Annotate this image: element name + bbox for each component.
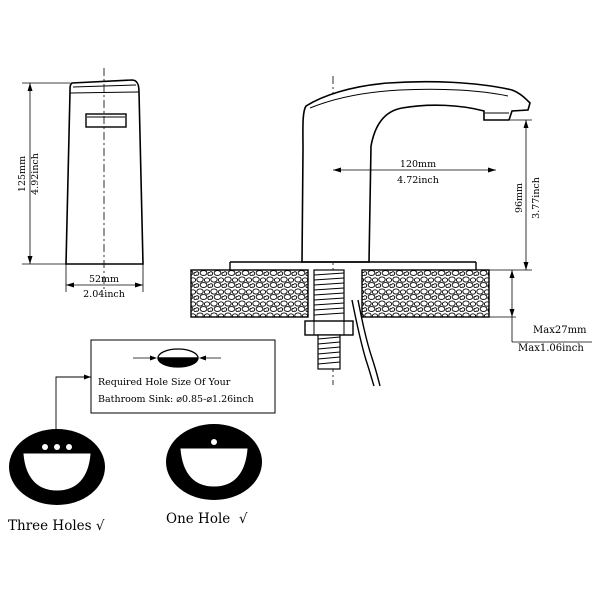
side-view: 120mm 4.72inch 96mm 3.77inch Max27mm Max…	[190, 76, 592, 387]
width-inch-label: 2.04inch	[83, 289, 125, 300]
reach-mm-label: 120mm	[400, 159, 436, 170]
hole-icon	[157, 348, 199, 359]
note-line-1: Required Hole Size Of Your	[98, 377, 231, 388]
spout-height-mm-label: 96mm	[514, 183, 525, 213]
tap-hole-center	[54, 444, 60, 450]
spout-height-inch-label: 3.77inch	[531, 177, 542, 219]
sink-basin	[23, 453, 91, 491]
note-leader	[55, 376, 91, 430]
aerator-slot	[85, 113, 127, 128]
shank-threads	[313, 272, 345, 316]
mounting-nut	[304, 320, 354, 336]
faucet-front-outline	[65, 79, 144, 265]
tap-hole-left	[42, 444, 48, 450]
front-view: 125mm 4.92inch 52mm 2.04inch	[17, 68, 144, 300]
deck-mm-label: Max27mm	[533, 325, 587, 336]
note-line-2: Bathroom Sink: ⌀0.85-⌀1.26inch	[98, 394, 254, 405]
faucet-side-outline	[301, 80, 531, 263]
supply-hose	[351, 299, 375, 387]
sink-one-hole: One Hole √	[166, 424, 262, 527]
sink-basin-one	[180, 448, 248, 487]
height-inch-label: 4.92inch	[30, 153, 41, 195]
reach-inch-label: 4.72inch	[397, 175, 439, 186]
countertop-right	[361, 269, 490, 318]
three-holes-label: Three Holes √	[8, 518, 105, 534]
deck-inch-label: Max1.06inch	[518, 343, 584, 354]
sink-three-holes: Three Holes √	[8, 429, 105, 534]
width-mm-label: 52mm	[89, 274, 119, 285]
tap-hole-single	[211, 439, 217, 445]
tap-hole-right	[66, 444, 72, 450]
hole-size-note: Required Hole Size Of Your Bathroom Sink…	[55, 339, 276, 430]
countertop-left	[190, 269, 309, 318]
one-hole-label: One Hole √	[166, 511, 248, 527]
height-mm-label: 125mm	[17, 156, 28, 192]
